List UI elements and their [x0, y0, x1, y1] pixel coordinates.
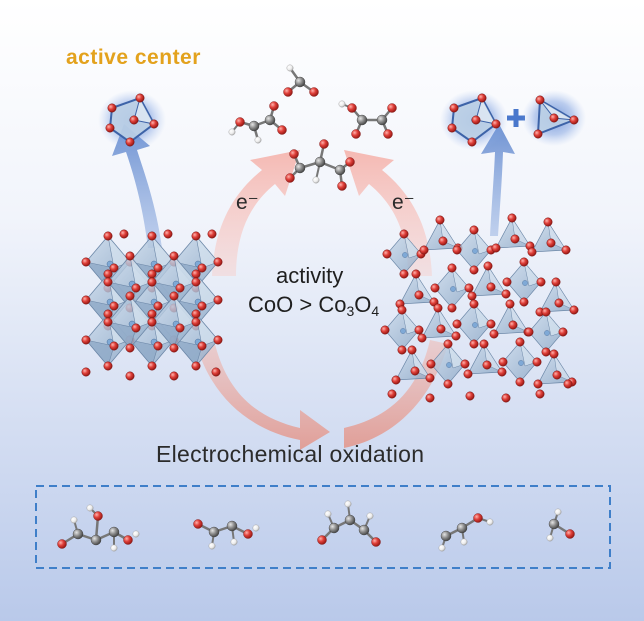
electron-label-left: e⁻ [236, 191, 259, 214]
active-center-label: active center [66, 46, 201, 69]
reactant-box [35, 485, 611, 569]
activity-comparison: CoO > Co3O4 [248, 292, 379, 319]
activity-title: activity [276, 263, 344, 288]
active-site-left [98, 90, 166, 150]
cycle-arrow-bottom-left [196, 340, 330, 450]
electron-label-right: e⁻ [392, 191, 415, 214]
process-label: Electrochemical oxidation [156, 441, 425, 467]
methanol-molecule [546, 508, 575, 542]
glycerol-molecule [57, 504, 140, 552]
glycolate-molecule [228, 101, 287, 144]
active-site-right-2 [522, 90, 586, 146]
formula-operator: > [299, 292, 313, 317]
cycle-arrow-top-left [212, 150, 300, 276]
formate-molecule [283, 64, 319, 97]
left-crystal-coo [82, 229, 222, 381]
formula-rhs-o: O [354, 292, 372, 317]
ethanol-molecule [438, 513, 494, 552]
tartronate-molecule [285, 139, 355, 191]
up-arrow-right [481, 124, 515, 236]
active-site-right-1 [440, 90, 508, 150]
plus-icon [507, 109, 525, 127]
formula-lhs: CoO [248, 292, 294, 317]
formula-rhs-co: Co [318, 292, 347, 317]
up-arrow-left [112, 124, 162, 248]
formula-rhs-sub-3: 3 [346, 303, 355, 319]
propanediol-molecule [317, 500, 381, 547]
oxalate-molecule [338, 100, 397, 139]
formula-rhs-sub-4: 4 [371, 303, 380, 319]
ethylene-glycol-molecule [193, 519, 260, 550]
